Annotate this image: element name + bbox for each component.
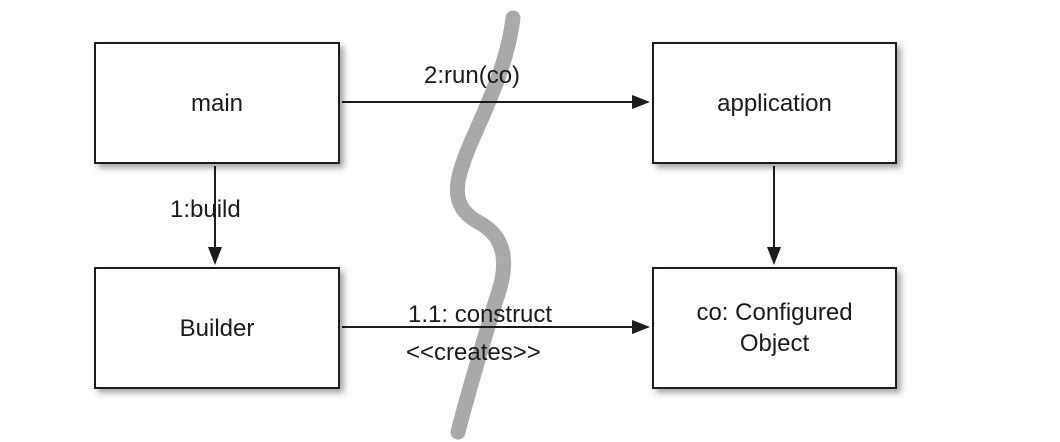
builder-box: Builder: [94, 267, 340, 389]
configured-object-box-label: co: Configured Object: [696, 299, 853, 357]
application-box-label: application: [717, 89, 832, 117]
creates-label: <<creates>>: [406, 339, 541, 366]
main-box-label: main: [190, 89, 244, 117]
application-box: application: [652, 42, 897, 164]
run-label: 2:run(co): [424, 62, 521, 89]
configured-object-box: co: Configured Object: [652, 267, 897, 389]
build-label: 1:build: [170, 196, 241, 223]
main-box: main: [94, 42, 340, 164]
construct-label: 1.1: construct: [408, 301, 553, 328]
builder-box-label: Builder: [179, 314, 255, 342]
